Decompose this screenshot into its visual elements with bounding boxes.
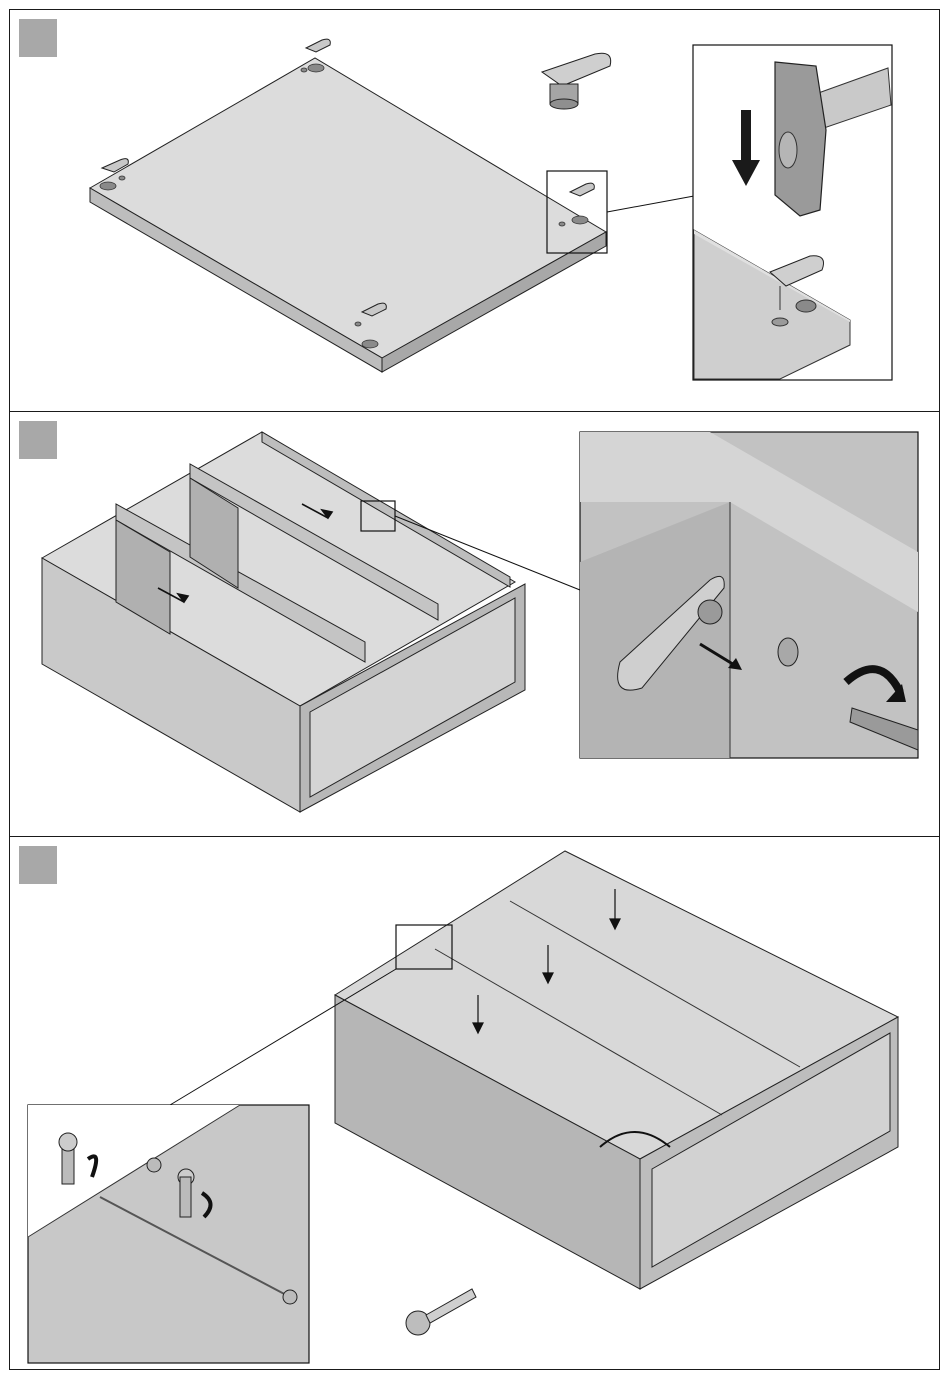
bottom-board: [90, 58, 606, 372]
step-3-illustration: [10, 837, 940, 1370]
hammer-detail: [693, 45, 892, 380]
step-1-illustration: [10, 10, 940, 412]
callout-line-1: [607, 196, 694, 212]
cam-fitting-detail-icon: [542, 53, 611, 109]
screw-icon: [406, 1289, 476, 1335]
screw-detail: [28, 1105, 309, 1363]
cabinet-frame: [42, 432, 525, 812]
step-2-illustration: [10, 412, 940, 837]
cam-lock-detail: [580, 432, 918, 758]
step-3-panel: [9, 836, 940, 1370]
step-2-panel: [9, 411, 940, 837]
cabinet-back: [335, 851, 898, 1289]
step-1-panel: [9, 9, 940, 412]
